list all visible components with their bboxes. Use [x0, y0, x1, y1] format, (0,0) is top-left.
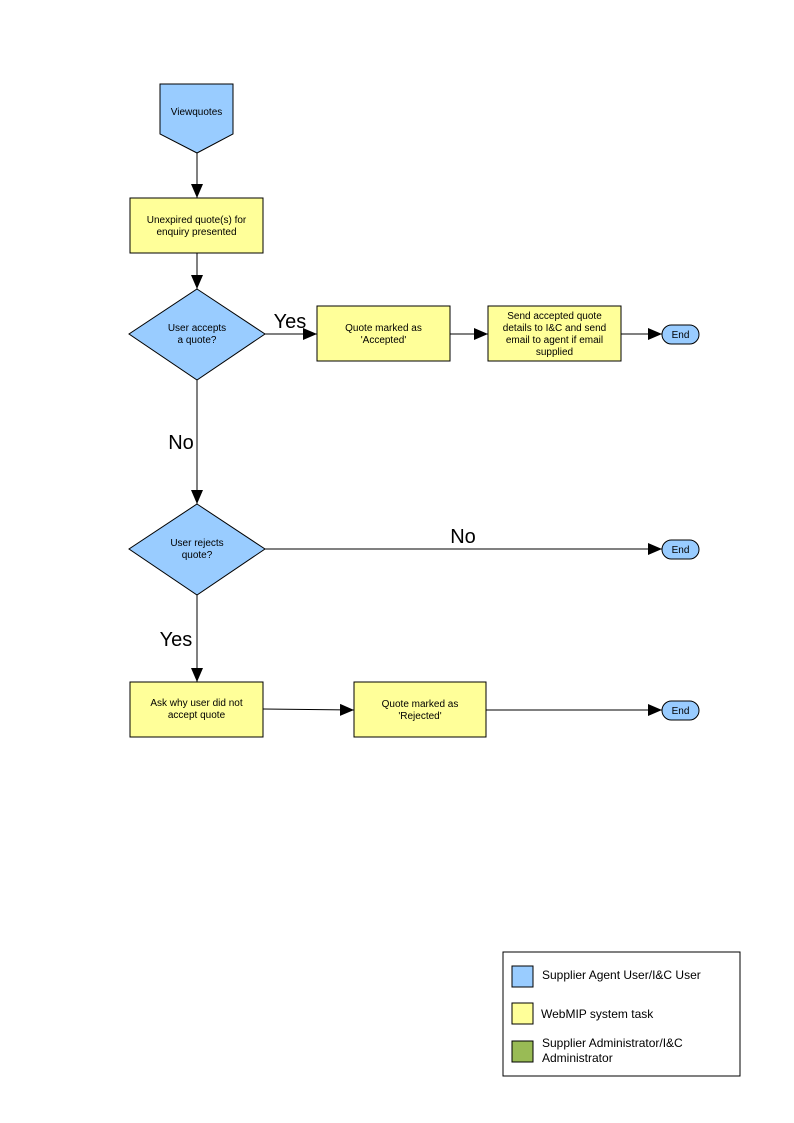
legend-swatch-user: [511, 965, 534, 988]
legend-swatch-admin: [511, 1040, 534, 1063]
process-unexpired-quotes: Unexpired quote(s) for enquiry presented: [129, 197, 264, 254]
end-3-label: End: [672, 706, 690, 717]
terminator-end-1: End: [661, 324, 700, 345]
process-marked-accepted: Quote marked as 'Accepted': [316, 305, 451, 362]
legend-label-admin-line-2: Administrator: [542, 1051, 613, 1065]
marked-accepted-line-1: Quote marked as: [345, 323, 422, 334]
start-node-viewquotes: Viewquotes: [159, 83, 234, 154]
marked-accepted-line-2: 'Accepted': [361, 335, 407, 346]
decision-user-rejects: User rejects quote?: [128, 503, 266, 596]
label-reject-no: No: [450, 526, 476, 548]
legend-label-user: Supplier Agent User/I&C User: [542, 968, 701, 982]
send-line-4: supplied: [536, 347, 573, 358]
label-accept-no: No: [168, 432, 194, 454]
unexpired-line-1: Unexpired quote(s) for: [147, 215, 247, 226]
marked-rejected-line-2: 'Rejected': [398, 711, 441, 722]
marked-rejected-line-1: Quote marked as: [382, 699, 459, 710]
label-accept-yes: Yes: [274, 311, 307, 333]
start-node-label: Viewquotes: [171, 107, 223, 118]
unexpired-line-2: enquiry presented: [156, 227, 236, 238]
legend-frame: [502, 951, 741, 1077]
legend-item-system: WebMIP system task: [511, 1002, 654, 1025]
legend-item-admin: Supplier Administrator/I&C Administrator: [511, 1036, 683, 1065]
ask-why-line-1: Ask why user did not: [150, 698, 242, 709]
process-marked-rejected: Quote marked as 'Rejected': [353, 681, 487, 738]
decision-user-accepts: User accepts a quote?: [128, 288, 266, 381]
accepts-line-2: a quote?: [178, 335, 217, 346]
label-reject-yes: Yes: [160, 629, 193, 651]
ask-why-line-2: accept quote: [168, 710, 226, 721]
process-send-details: Send accepted quote details to I&C and s…: [487, 305, 622, 362]
rejects-line-1: User rejects: [170, 538, 223, 549]
legend: Supplier Agent User/I&C User WebMIP syst…: [502, 951, 741, 1077]
terminator-end-2: End: [661, 539, 700, 560]
send-line-2: details to I&C and send: [503, 323, 606, 334]
accepts-line-1: User accepts: [168, 323, 226, 334]
process-ask-why: Ask why user did not accept quote: [129, 681, 264, 738]
legend-swatch-system: [511, 1002, 534, 1025]
rejects-line-2: quote?: [182, 550, 213, 561]
legend-label-system: WebMIP system task: [541, 1007, 654, 1021]
edge-ask-to-rejected: [262, 703, 355, 716]
end-2-label: End: [672, 545, 690, 556]
send-line-3: email to agent if email: [506, 335, 603, 346]
end-1-label: End: [672, 330, 690, 341]
terminator-end-3: End: [661, 700, 700, 721]
legend-label-admin-line-1: Supplier Administrator/I&C: [542, 1036, 683, 1050]
legend-item-user: Supplier Agent User/I&C User: [511, 965, 701, 988]
send-line-1: Send accepted quote: [507, 311, 602, 322]
